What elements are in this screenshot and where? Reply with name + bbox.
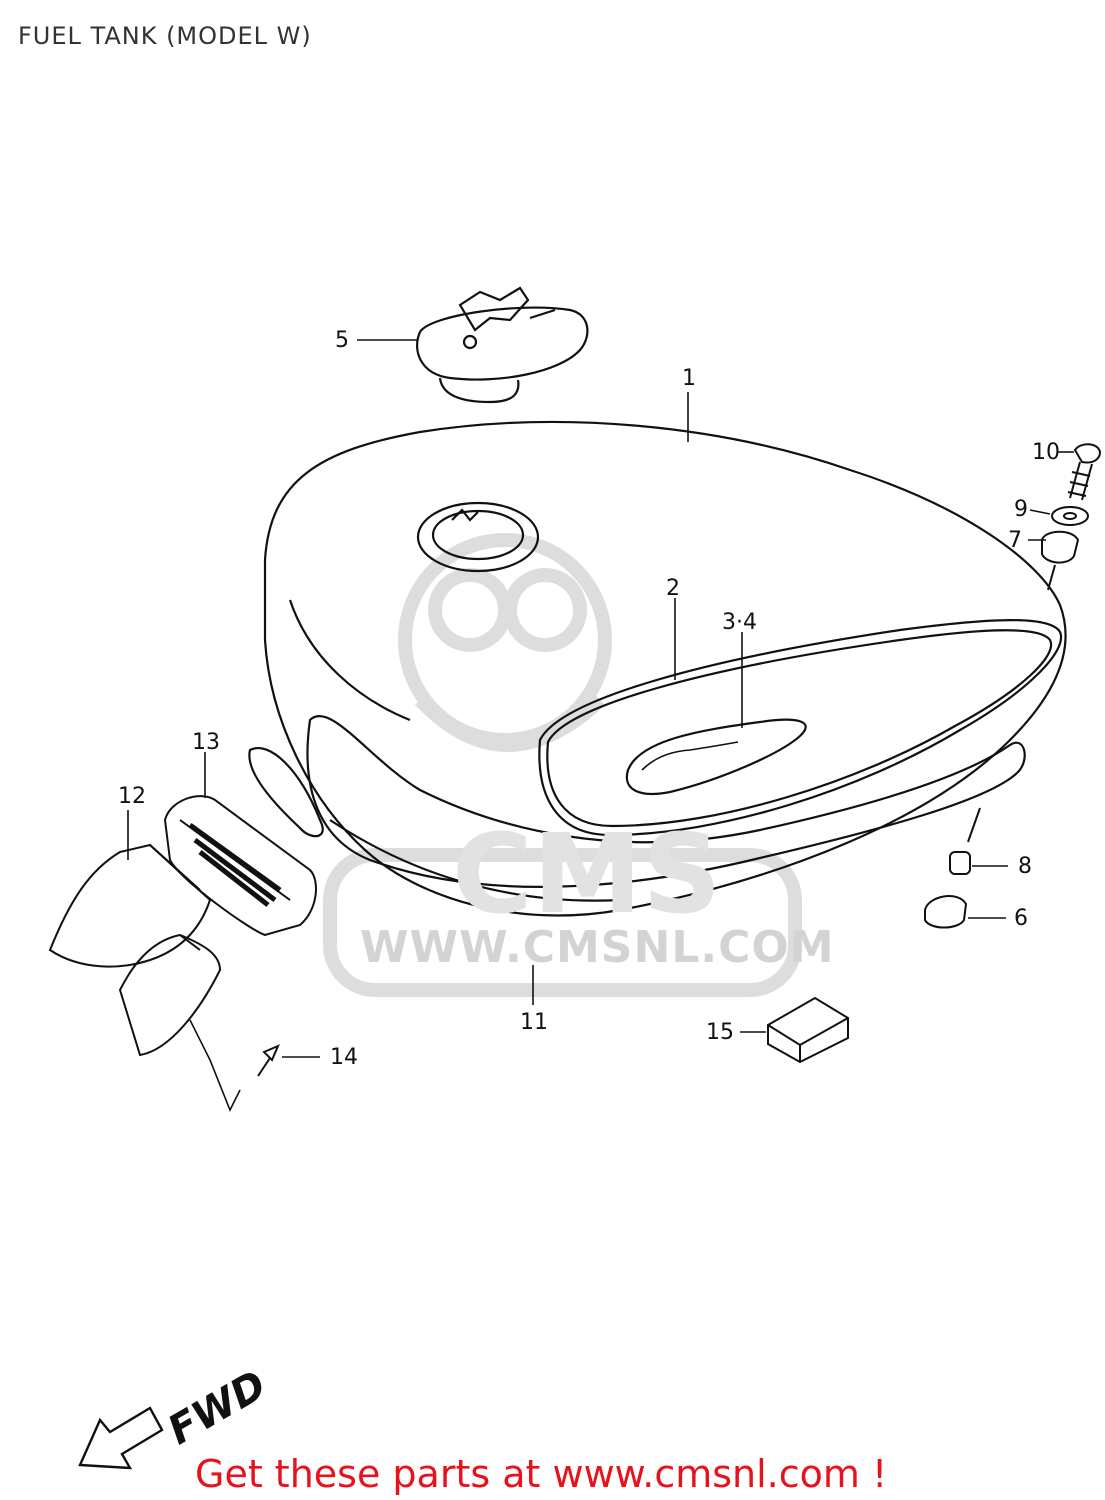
callout-11: 11: [520, 1010, 548, 1035]
footer-link-text[interactable]: Get these parts at www.cmsnl.com !: [195, 1452, 888, 1496]
fuel-cap: [416, 286, 589, 404]
callout-1: 1: [682, 366, 696, 391]
watermark-url: WWW.CMSNL.COM: [360, 922, 835, 973]
callout-12: 12: [118, 784, 146, 809]
watermark-brand: CMS: [452, 810, 722, 938]
callout-7: 7: [1008, 528, 1022, 553]
callout-15: 15: [706, 1020, 734, 1045]
callout-13: 13: [192, 730, 220, 755]
foam-pad: [767, 996, 849, 1064]
tank-bracket: [48, 843, 222, 1057]
callout-5: 5: [335, 328, 349, 353]
callout-2: 2: [666, 576, 680, 601]
mount-hardware-front: [1041, 443, 1102, 591]
fwd-arrow: [78, 1406, 164, 1470]
callout-6: 6: [1014, 906, 1028, 931]
callout-10: 10: [1032, 440, 1060, 465]
knee-grip-rubbers: [163, 795, 317, 937]
diagram-title: FUEL TANK (MODEL W): [18, 22, 312, 50]
callout-14: 14: [330, 1045, 358, 1070]
callout-8: 8: [1018, 854, 1032, 879]
watermark-mascot: [323, 533, 802, 997]
callout-3-4: 3·4: [722, 610, 757, 635]
leader-lines: [127, 339, 1074, 1112]
mount-hardware-rear: [924, 807, 981, 929]
fuel-tank: [248, 420, 1067, 917]
screw: [257, 1044, 280, 1077]
callout-9: 9: [1014, 497, 1028, 522]
